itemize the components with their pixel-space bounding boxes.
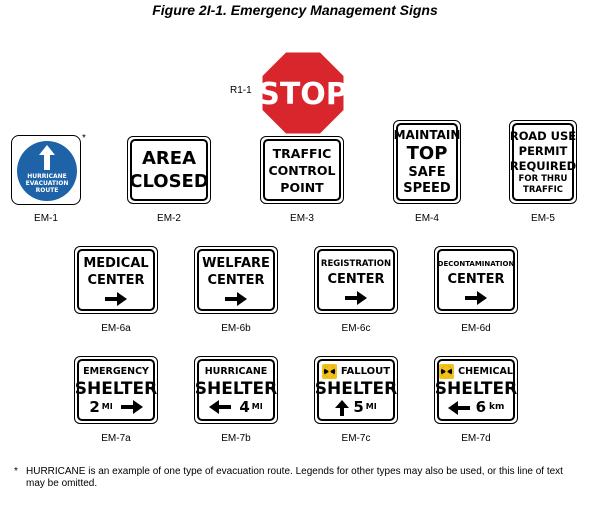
em5-sign: ROAD USE PERMIT REQUIRED FOR THRU TRAFFI… [509,120,577,204]
em4-line: MAINTAIN [393,128,461,142]
fallout-symbol-icon [321,364,337,380]
em7d-unit: km [489,401,505,412]
em7d-distance: 6 [475,398,487,417]
em2-caption: EM-2 [157,213,181,224]
em3-caption: EM-3 [290,213,314,224]
em7b-sign: HURRICANE SHELTER 4 MI [194,356,278,424]
em7b-shelter: SHELTER [194,378,278,399]
em6a-sign: MEDICAL CENTER [74,246,158,314]
em7a-distance: 2 [89,397,100,416]
em7d-caption: EM-7d [461,433,491,444]
em4-caption: EM-4 [415,213,439,224]
em7a-caption: EM-7a [101,433,131,444]
em7a-sign: EMERGENCY SHELTER 2 MI [74,356,158,424]
em5-line: ROAD USE [509,128,577,143]
em6a-line: MEDICAL [83,255,149,271]
em6b-line: WELFARE [202,255,270,271]
em7c-sign: FALLOUT SHELTER 5 MI [314,356,398,424]
em7c-unit: MI [365,402,377,412]
em7a-top: EMERGENCY [83,365,149,377]
em7b-unit: MI [251,401,263,411]
em5-line: PERMIT [518,143,568,158]
left-arrow-icon [209,400,232,414]
em6b-caption: EM-6b [221,323,251,334]
stop-sign-label: R1-1 [230,85,252,96]
em7a-unit: MI [101,401,113,411]
right-arrow-icon [465,290,487,305]
em1-line: EVACUATION [25,180,69,187]
footnote-marker: * [14,466,18,477]
em2-line: CLOSED [129,171,209,192]
em6a-caption: EM-6a [101,323,131,334]
right-arrow-icon [105,291,127,306]
em7d-sign: CHEMICAL SHELTER 6 km [434,356,518,424]
em1-asterisk: * [82,133,86,144]
em2-sign: AREA CLOSED [127,136,211,204]
em7a-shelter: SHELTER [74,378,158,399]
em4-line: TOP [406,143,448,164]
em1-line: HURRICANE [27,173,67,180]
em1-sign: HURRICANE EVACUATION ROUTE [11,135,81,205]
em6b-line: CENTER [207,272,265,288]
right-arrow-icon [120,400,143,414]
em5-caption: EM-5 [531,213,555,224]
em7c-caption: EM-7c [341,433,371,444]
em6a-line: CENTER [87,272,145,288]
em7c-distance: 5 [353,398,364,417]
em7c-top: FALLOUT [340,366,391,378]
stop-sign: STOP [260,50,346,136]
em7d-top: CHEMICAL [458,366,513,378]
em6d-caption: EM-6d [461,323,491,334]
em5-line: FOR THRU [518,173,568,184]
em3-sign: TRAFFIC CONTROL POINT [260,136,344,204]
em3-line: CONTROL [268,162,336,178]
em7b-top: HURRICANE [204,365,268,377]
em4-line: SPEED [403,181,451,196]
footnote: * HURRICANE is an example of one type of… [14,466,574,490]
em2-line: AREA [141,148,197,169]
fallout-symbol-icon [439,364,455,380]
em6c-sign: REGISTRATION CENTER [314,246,398,314]
up-arrow-icon [39,145,55,170]
em7c-shelter: SHELTER [314,379,398,400]
em7b-caption: EM-7b [221,433,251,444]
em6c-line: CENTER [327,271,385,287]
right-arrow-icon [225,291,247,306]
em6c-caption: EM-6c [341,323,371,334]
stop-sign-text: STOP [260,77,346,112]
footnote-text: HURRICANE is an example of one type of e… [26,466,563,489]
up-arrow-icon [335,399,350,416]
em4-sign: MAINTAIN TOP SAFE SPEED [393,120,461,204]
em3-line: POINT [280,179,324,195]
em6c-line: REGISTRATION [320,258,392,269]
em3-line: TRAFFIC [272,145,332,161]
em7b-distance: 4 [239,397,250,416]
em1-line: ROUTE [35,187,59,194]
em7d-shelter: SHELTER [434,379,518,400]
em4-line: SAFE [408,165,446,180]
left-arrow-icon [447,400,470,415]
em6d-line: CENTER [447,271,505,287]
em6b-sign: WELFARE CENTER [194,246,278,314]
em6d-line: DECONTAMINATION [437,259,515,268]
em1-caption: EM-1 [34,213,58,224]
em5-line: TRAFFIC [523,184,563,195]
figure-title: Figure 2I-1. Emergency Management Signs [152,2,438,18]
right-arrow-icon [345,290,367,305]
em5-line: REQUIRED [509,158,577,173]
em6d-sign: DECONTAMINATION CENTER [434,246,518,314]
